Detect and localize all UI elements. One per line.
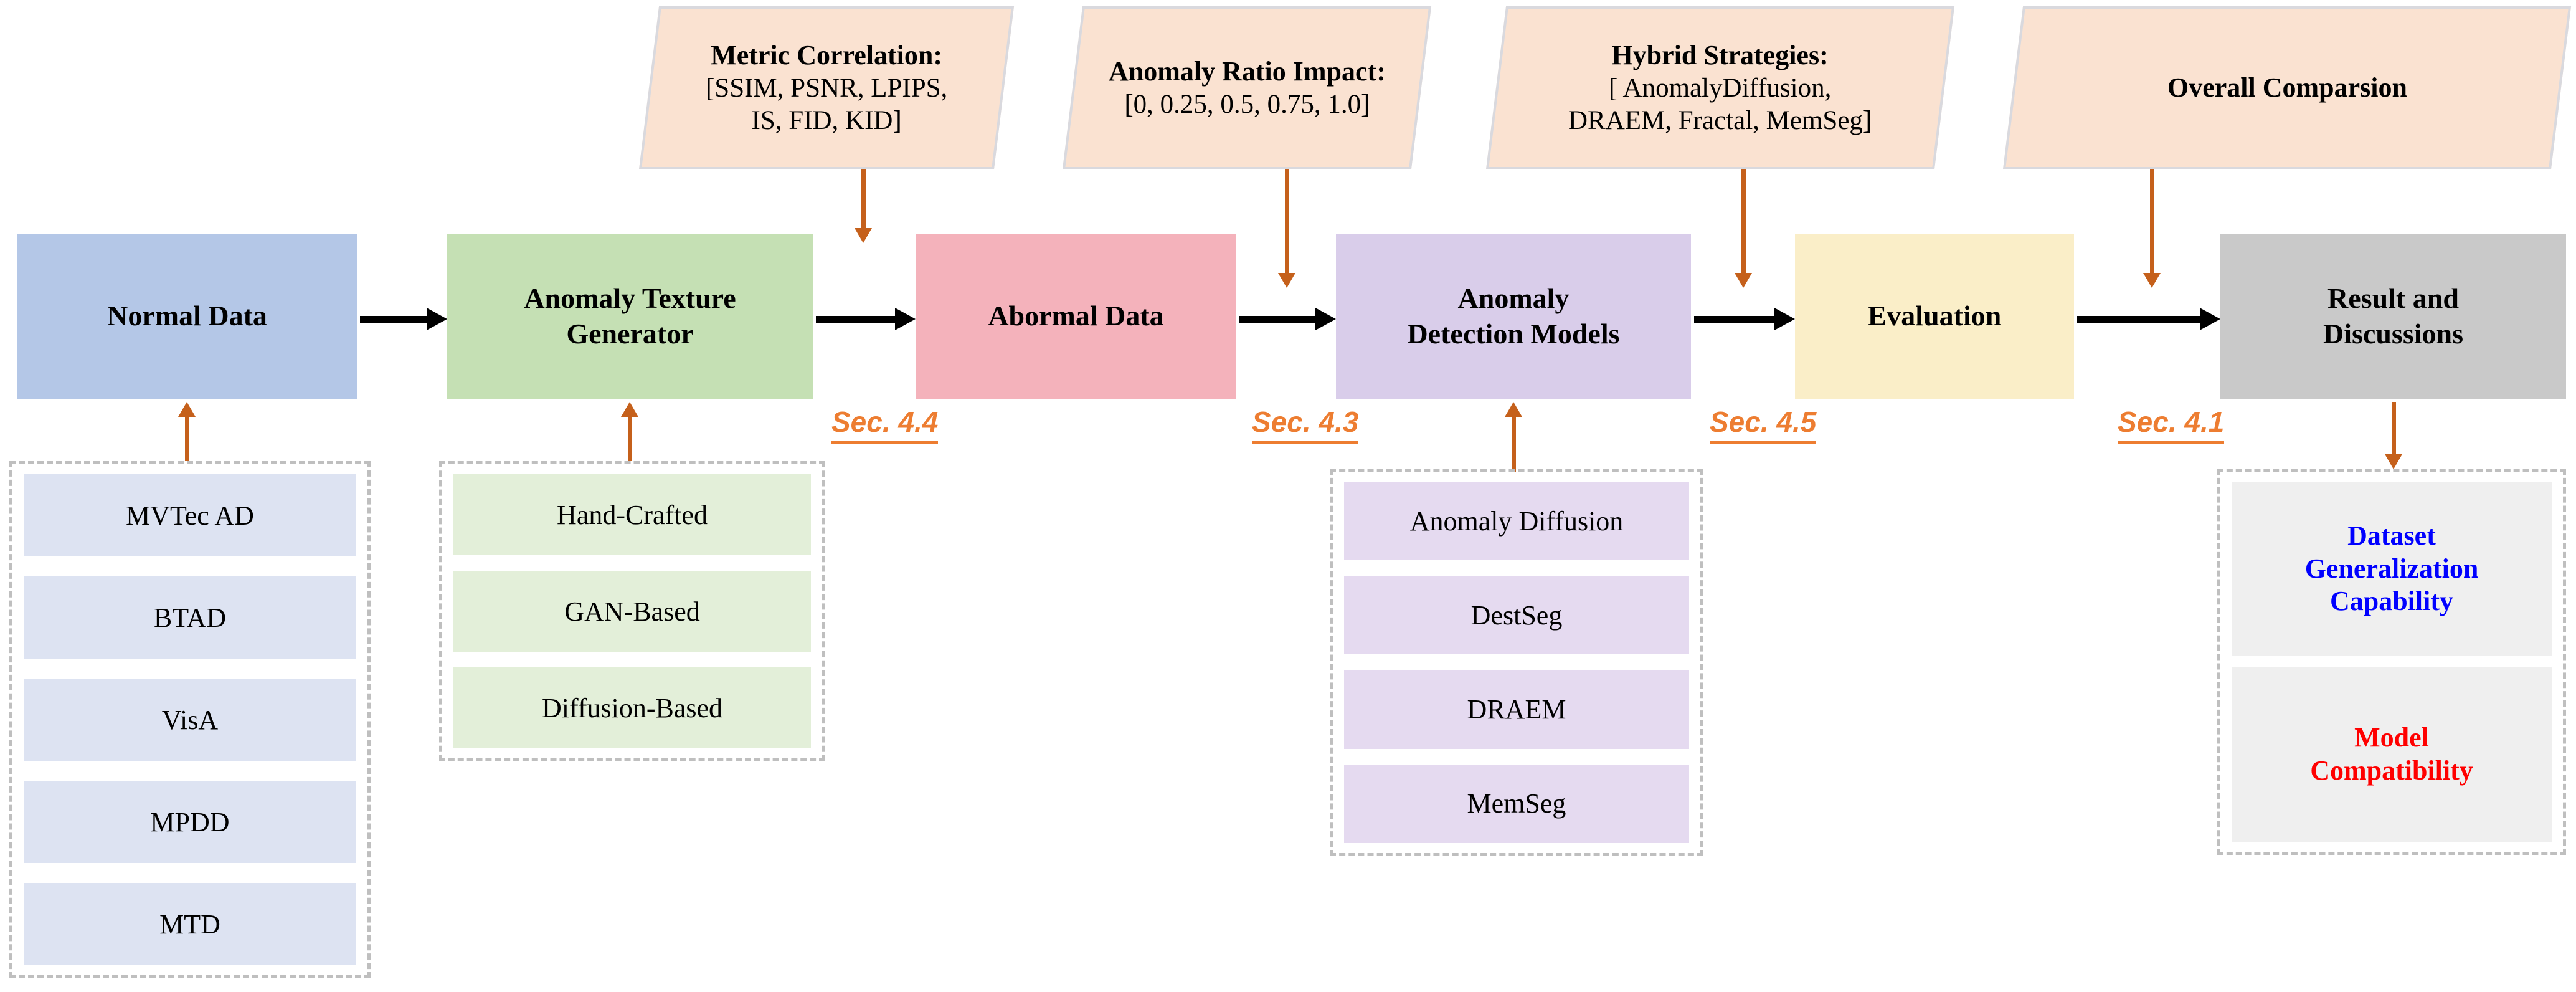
pipeline-box-abormal-data[interactable]: Abormal Data xyxy=(916,234,1236,399)
list-item[interactable]: VisA xyxy=(24,679,356,761)
list-item[interactable]: Model Compatibility xyxy=(2232,667,2552,842)
section-label-4-1[interactable]: Sec. 4.1 xyxy=(2118,405,2225,444)
section-label-4-3[interactable]: Sec. 4.3 xyxy=(1252,405,1359,444)
pipeline-box-label: Evaluation xyxy=(1867,300,2002,332)
list-item[interactable]: Anomaly Diffusion xyxy=(1344,482,1689,560)
banner-hybrid-strategies: Hybrid Strategies: [ AnomalyDiffusion, D… xyxy=(1485,6,1955,169)
list-item-label: GAN-Based xyxy=(564,596,700,627)
list-item[interactable]: Hand-Crafted xyxy=(453,474,811,555)
list-item-label: BTAD xyxy=(153,602,227,633)
generators-group: Hand-Crafted GAN-Based Diffusion-Based xyxy=(439,461,825,761)
pipeline-box-label: Anomaly Texture Generator xyxy=(524,282,736,350)
pipeline-box-label: Normal Data xyxy=(107,300,267,332)
list-item-label: Diffusion-Based xyxy=(541,692,723,723)
pipeline-box-evaluation[interactable]: Evaluation xyxy=(1795,234,2074,399)
list-item-label: MemSeg xyxy=(1467,788,1566,819)
list-item[interactable]: DRAEM xyxy=(1344,670,1689,749)
list-item-label: DestSeg xyxy=(1470,599,1563,631)
banner-title: Anomaly Ratio Impact: xyxy=(1108,55,1386,87)
pipeline-box-normal-data[interactable]: Normal Data xyxy=(17,234,357,399)
banner-anomaly-ratio-impact: Anomaly Ratio Impact: [0, 0.25, 0.5, 0.7… xyxy=(1062,6,1432,169)
models-group: Anomaly Diffusion DestSeg DRAEM MemSeg xyxy=(1330,469,1703,856)
banner-metric-correlation: Metric Correlation: [SSIM, PSNR, LPIPS, … xyxy=(638,6,1015,169)
list-item[interactable]: Diffusion-Based xyxy=(453,667,811,748)
pipeline-box-label: Anomaly Detection Models xyxy=(1407,282,1620,350)
banner-title: Hybrid Strategies: xyxy=(1611,39,1829,70)
list-item[interactable]: GAN-Based xyxy=(453,571,811,652)
list-item-label: Dataset Generalization Capability xyxy=(2304,520,2479,617)
banner-subtitle: [0, 0.25, 0.5, 0.75, 1.0] xyxy=(1124,89,1370,119)
banner-title: Overall Comparsion xyxy=(2167,72,2407,103)
list-item[interactable]: MTD xyxy=(24,883,356,965)
list-item[interactable]: Dataset Generalization Capability xyxy=(2232,482,2552,656)
pipeline-box-anomaly-detection-models[interactable]: Anomaly Detection Models xyxy=(1336,234,1691,399)
list-item[interactable]: MVTec AD xyxy=(24,474,356,556)
banner-subtitle: [ AnomalyDiffusion, DRAEM, Fractal, MemS… xyxy=(1568,73,1872,135)
list-item[interactable]: MemSeg xyxy=(1344,764,1689,843)
pipeline-box-result-and-discussions[interactable]: Result and Discussions xyxy=(2220,234,2566,399)
pipeline-box-label: Abormal Data xyxy=(988,300,1164,332)
section-label-4-4[interactable]: Sec. 4.4 xyxy=(831,405,939,444)
list-item-label: Hand-Crafted xyxy=(557,499,708,530)
list-item-label: VisA xyxy=(161,704,219,735)
list-item-label: Model Compatibility xyxy=(2310,722,2473,786)
pipeline-box-anomaly-texture-generator[interactable]: Anomaly Texture Generator xyxy=(447,234,813,399)
list-item-label: MVTec AD xyxy=(126,500,254,531)
datasets-group: MVTec AD BTAD VisA MPDD MTD xyxy=(9,461,371,978)
pipeline-box-label: Result and Discussions xyxy=(2323,282,2463,350)
banner-overall-comparsion: Overall Comparsion xyxy=(2002,6,2572,169)
list-item-label: MTD xyxy=(159,909,220,940)
section-label-4-5[interactable]: Sec. 4.5 xyxy=(1710,405,1817,444)
list-item-label: DRAEM xyxy=(1467,694,1566,725)
list-item-label: Anomaly Diffusion xyxy=(1409,505,1624,537)
list-item-label: MPDD xyxy=(150,806,230,837)
banner-subtitle: [SSIM, PSNR, LPIPS, IS, FID, KID] xyxy=(705,73,948,135)
results-group: Dataset Generalization Capability Model … xyxy=(2217,469,2566,855)
banner-title: Metric Correlation: xyxy=(711,39,942,70)
list-item[interactable]: BTAD xyxy=(24,576,356,659)
list-item[interactable]: DestSeg xyxy=(1344,576,1689,655)
list-item[interactable]: MPDD xyxy=(24,781,356,863)
